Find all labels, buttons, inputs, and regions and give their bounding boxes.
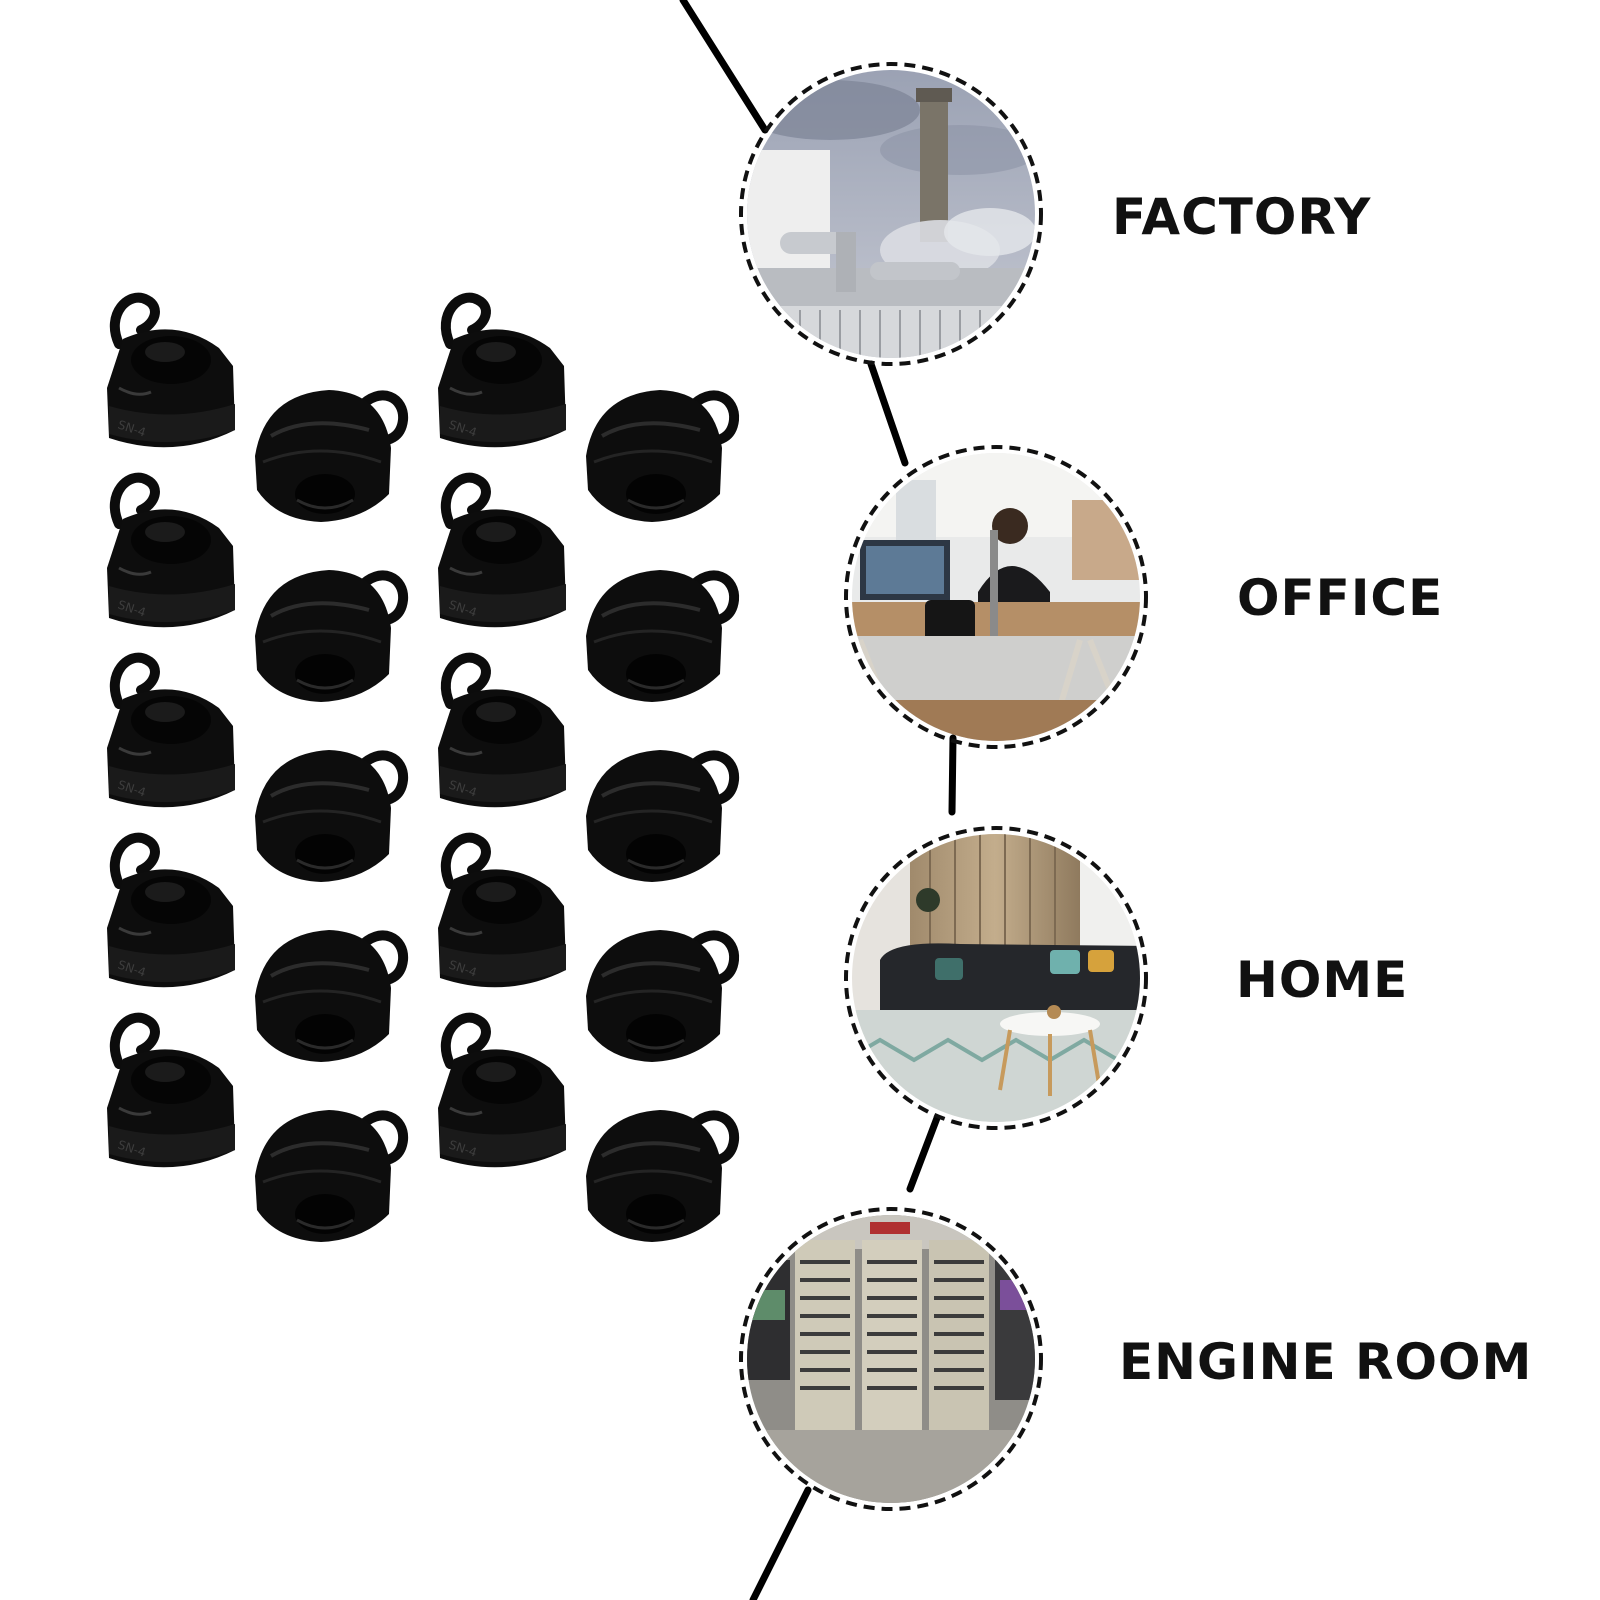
grommet: [107, 478, 235, 628]
grommet: [107, 658, 235, 808]
grommet: [586, 390, 734, 522]
grommet: [255, 570, 403, 702]
grommet: [255, 930, 403, 1062]
server-room-photo: [739, 1207, 1043, 1511]
connector-line: [679, 0, 957, 1600]
label-home: HOME: [1236, 951, 1409, 1009]
grommet: [255, 1110, 403, 1242]
home-photo: [844, 826, 1148, 1130]
grommet: [255, 750, 403, 882]
label-engine-room: ENGINE ROOM: [1119, 1333, 1533, 1391]
grommet: [107, 298, 235, 448]
office-photo: [844, 445, 1148, 749]
grommet: [438, 658, 566, 808]
grommet: [586, 570, 734, 702]
factory-photo: [739, 62, 1043, 366]
grommet: [586, 1110, 734, 1242]
grommet: [107, 838, 235, 988]
label-office: OFFICE: [1237, 569, 1444, 627]
grommet: [586, 750, 734, 882]
grommet: [438, 298, 566, 448]
grommet: [586, 930, 734, 1062]
grommet: [438, 478, 566, 628]
product-grid: [107, 298, 734, 1242]
grommet: [438, 838, 566, 988]
grommet: [107, 1018, 235, 1168]
grommet: [438, 1018, 566, 1168]
label-factory: FACTORY: [1112, 188, 1372, 246]
grommet: [255, 390, 403, 522]
